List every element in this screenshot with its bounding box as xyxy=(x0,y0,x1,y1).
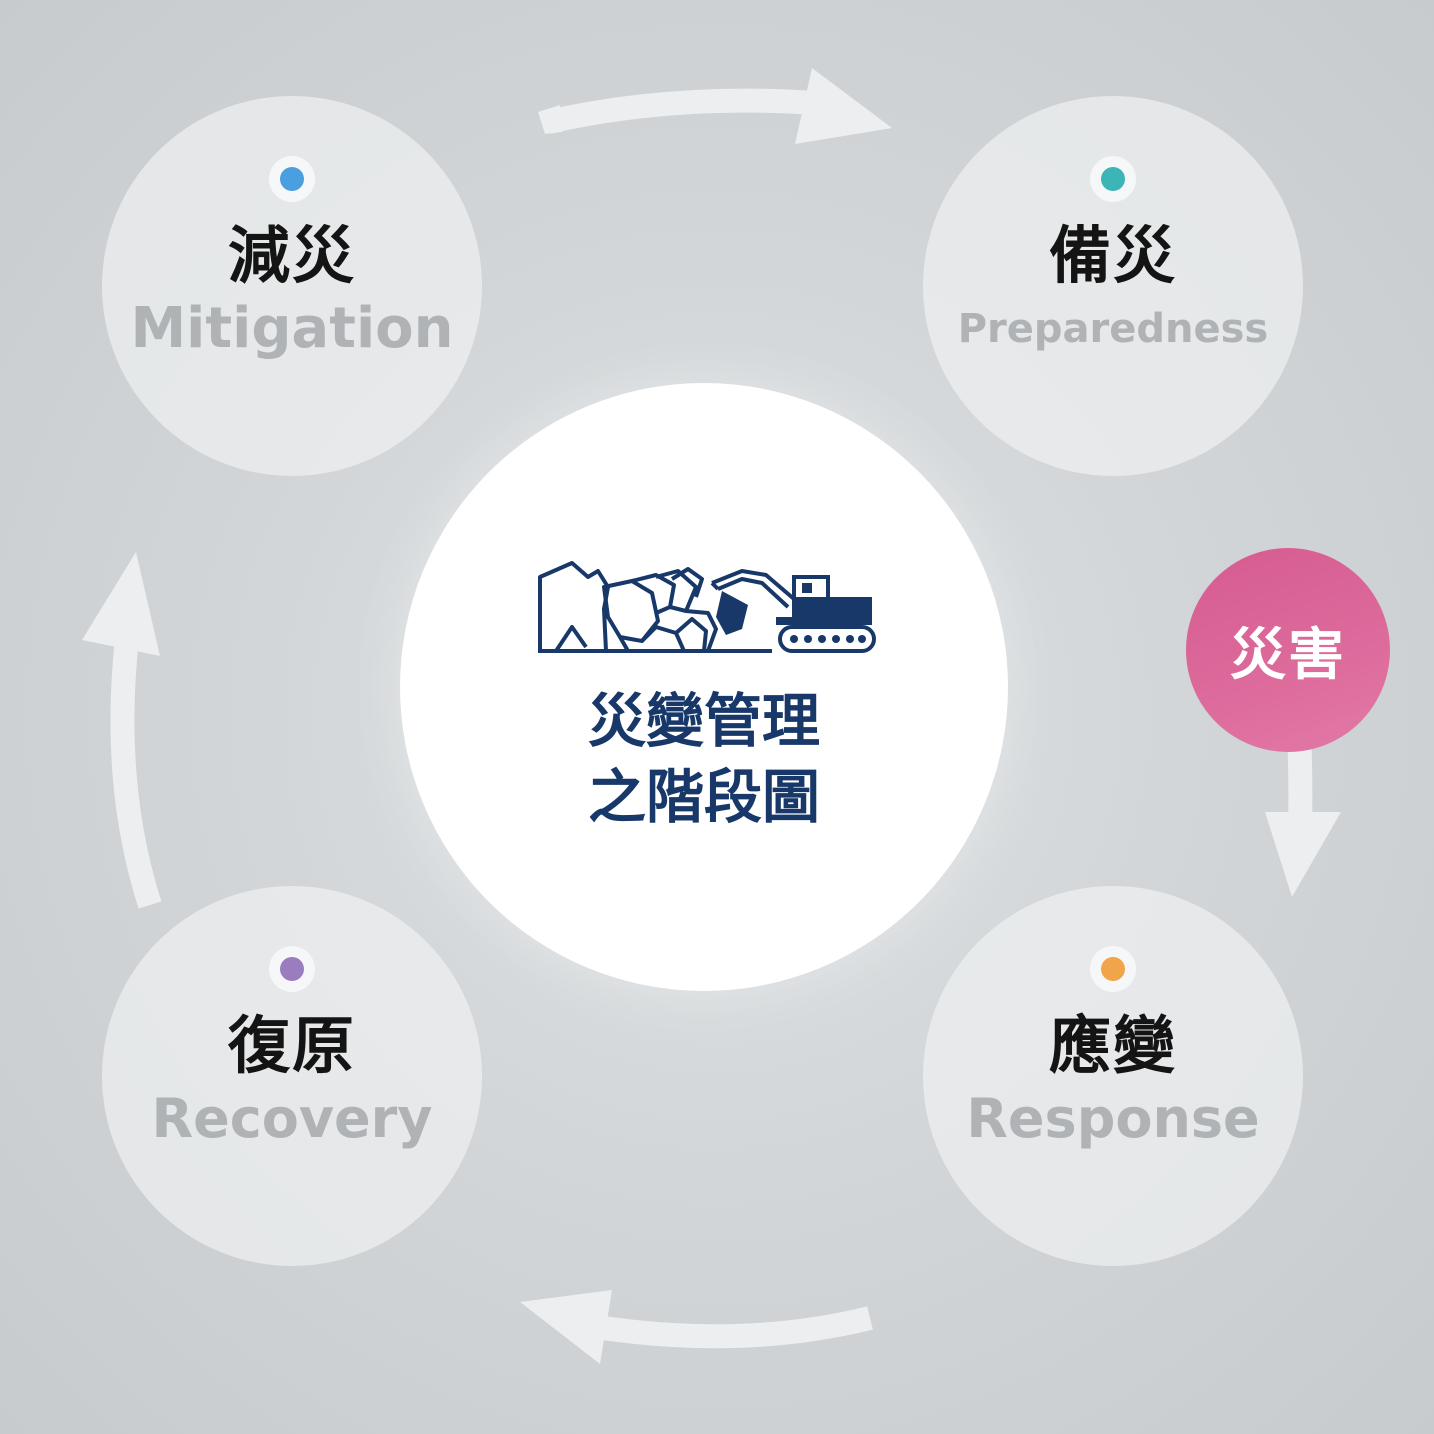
mitigation-dot-icon xyxy=(280,167,304,191)
stage-marker xyxy=(1090,946,1136,992)
stage-recovery: 復原 Recovery xyxy=(102,886,482,1266)
stage-title-en: Recovery xyxy=(151,1087,433,1150)
recovery-dot-icon xyxy=(280,957,304,981)
disaster-badge: 災害 xyxy=(1186,548,1390,752)
disaster-label: 災害 xyxy=(1230,622,1346,688)
preparedness-dot-icon xyxy=(1101,167,1125,191)
stage-response: 應變 Response xyxy=(923,886,1303,1266)
response-dot-icon xyxy=(1101,957,1125,981)
stage-title-en: Preparedness xyxy=(957,306,1269,352)
arrow-left-icon xyxy=(520,1290,873,1364)
stage-title-en: Mitigation xyxy=(130,296,454,361)
stage-title-zh: 復原 xyxy=(227,1009,356,1082)
stage-mitigation: 減災 Mitigation xyxy=(102,96,482,476)
stage-marker xyxy=(269,946,315,992)
stage-title-zh: 備災 xyxy=(1048,219,1177,292)
center-circle: 災變管理 之階段圖 xyxy=(400,383,1008,991)
stage-marker xyxy=(269,156,315,202)
stage-title-zh: 減災 xyxy=(227,219,356,292)
stage-marker xyxy=(1090,156,1136,202)
arrow-up-icon xyxy=(82,552,162,909)
stage-preparedness: 備災 Preparedness xyxy=(923,96,1303,476)
center-title: 災變管理 之階段圖 xyxy=(400,683,1008,835)
arrow-right-icon xyxy=(538,68,892,144)
center-title-line2: 之階段圖 xyxy=(587,763,820,831)
rubble-excavator-icon xyxy=(538,561,876,653)
center-title-line1: 災變管理 xyxy=(587,687,820,755)
stage-title-zh: 應變 xyxy=(1048,1009,1177,1082)
stage-title-en: Response xyxy=(966,1087,1260,1150)
